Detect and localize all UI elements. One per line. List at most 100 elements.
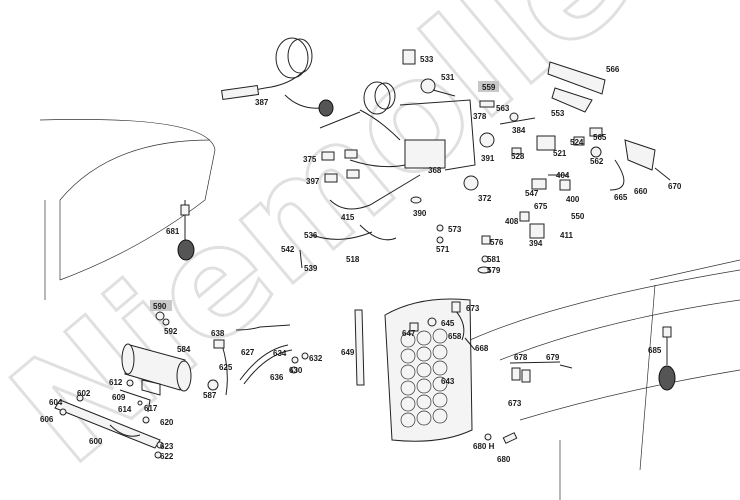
- label-581: 581: [487, 255, 501, 264]
- label-665: 665: [614, 193, 628, 202]
- label-612: 612: [109, 378, 123, 387]
- label-531: 531: [441, 73, 455, 82]
- label-387: 387: [255, 98, 269, 107]
- hoses-600s: [207, 324, 309, 396]
- label-673-lower: 673: [508, 399, 522, 408]
- label-404: 404: [556, 171, 570, 180]
- label-378: 378: [473, 112, 487, 121]
- car-body-left: [39, 119, 216, 300]
- label-660: 660: [634, 187, 648, 196]
- canister-584: [121, 343, 192, 396]
- label-636: 636: [270, 373, 284, 382]
- label-584: 584: [177, 345, 191, 354]
- label-528: 528: [511, 152, 525, 161]
- label-649: 649: [341, 348, 355, 357]
- label-384: 384: [512, 126, 526, 135]
- label-670: 670: [668, 182, 682, 191]
- label-606: 606: [40, 415, 54, 424]
- label-372: 372: [478, 194, 492, 203]
- label-627: 627: [241, 348, 255, 357]
- label-524: 524: [570, 138, 584, 147]
- bracket-533: [402, 49, 416, 65]
- small-parts-upper-right: [463, 100, 671, 239]
- bracket-600: [54, 394, 164, 459]
- relay-group-678: [509, 361, 573, 383]
- label-368: 368: [428, 166, 442, 175]
- label-518: 518: [346, 255, 360, 264]
- label-559[interactable]: 559: [482, 83, 496, 92]
- label-645: 645: [441, 319, 455, 328]
- fittings-570s: [436, 224, 491, 274]
- heater-box-368: [319, 81, 495, 171]
- label-573: 573: [448, 225, 462, 234]
- rail-649: [354, 309, 365, 386]
- label-394: 394: [529, 239, 543, 248]
- label-638: 638: [211, 329, 225, 338]
- part-labels: 533 566 531 559 563 378 384 553 387 565 …: [40, 55, 682, 464]
- label-536: 536: [304, 231, 318, 240]
- label-565: 565: [593, 133, 607, 142]
- label-397: 397: [306, 177, 320, 186]
- label-533: 533: [420, 55, 434, 64]
- fittings-680: [484, 432, 518, 444]
- label-680H: 680 H: [473, 442, 495, 451]
- label-622: 622: [160, 452, 174, 461]
- label-400: 400: [566, 195, 580, 204]
- label-563: 563: [496, 104, 510, 113]
- label-625: 625: [219, 363, 233, 372]
- panel-643: [384, 298, 473, 442]
- panel-566: [547, 61, 606, 113]
- car-body-right: [469, 259, 740, 500]
- actuator-685: [658, 326, 676, 391]
- label-600: 600: [89, 437, 103, 446]
- label-562: 562: [590, 157, 604, 166]
- highlight-box-590: [150, 300, 172, 311]
- label-553: 553: [551, 109, 565, 118]
- label-542: 542: [281, 245, 295, 254]
- label-576: 576: [490, 238, 504, 247]
- label-630: 630: [289, 366, 303, 375]
- label-643: 643: [441, 377, 455, 386]
- fittings-640s: [409, 301, 476, 351]
- label-547: 547: [525, 189, 539, 198]
- label-571: 571: [436, 245, 450, 254]
- label-375: 375: [303, 155, 317, 164]
- label-623: 623: [160, 442, 174, 451]
- label-415: 415: [341, 213, 355, 222]
- label-587: 587: [203, 391, 217, 400]
- cable-assembly-387: [221, 37, 334, 117]
- label-668: 668: [475, 344, 489, 353]
- label-566: 566: [606, 65, 620, 74]
- knob-531: [420, 78, 456, 97]
- label-609: 609: [112, 393, 126, 402]
- label-550: 550: [571, 212, 585, 221]
- label-678: 678: [514, 353, 528, 362]
- fittings-590-592: [155, 311, 170, 326]
- label-590[interactable]: 590: [153, 302, 167, 311]
- label-681: 681: [166, 227, 180, 236]
- label-620: 620: [160, 418, 174, 427]
- label-679: 679: [546, 353, 560, 362]
- label-539: 539: [304, 264, 318, 273]
- label-521: 521: [553, 149, 567, 158]
- label-602: 602: [77, 389, 91, 398]
- label-411: 411: [560, 231, 573, 240]
- label-632: 632: [309, 354, 323, 363]
- actuator-681: [177, 200, 195, 261]
- label-673-upper: 673: [466, 304, 480, 313]
- label-390: 390: [413, 209, 427, 218]
- cables-415-518: [299, 174, 422, 269]
- label-675: 675: [534, 202, 548, 211]
- label-604: 604: [49, 398, 63, 407]
- label-634: 634: [273, 349, 287, 358]
- highlight-box-559: [478, 81, 499, 92]
- label-685: 685: [648, 346, 662, 355]
- label-408: 408: [505, 217, 519, 226]
- label-658: 658: [448, 332, 462, 341]
- label-614: 614: [118, 405, 132, 414]
- label-592: 592: [164, 327, 178, 336]
- clips-375-397: [321, 149, 360, 183]
- mounting-bracket-609: [119, 379, 151, 424]
